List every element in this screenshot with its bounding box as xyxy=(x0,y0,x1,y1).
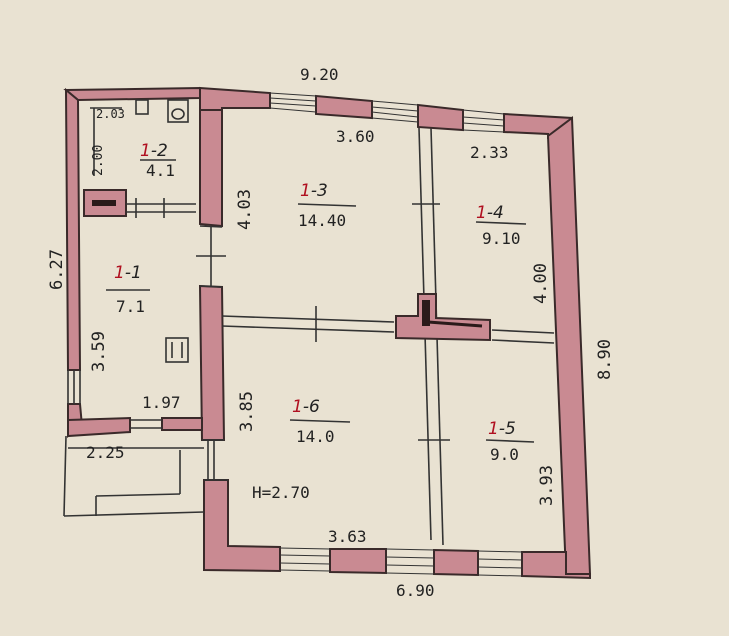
room-1-1-area: 7.1 xyxy=(116,297,145,316)
stove-flue xyxy=(422,300,430,326)
room-1-3-num: 3 xyxy=(317,181,328,201)
room-1-1-id: 1 xyxy=(114,263,125,283)
room-1-5-id: 1 xyxy=(488,419,499,439)
dim-room3-left: 4.03 xyxy=(235,189,255,230)
bottom-window-2 xyxy=(385,548,435,575)
svg-text:1-1: 1-1 xyxy=(114,263,142,283)
svg-text:1-5: 1-5 xyxy=(488,419,516,439)
svg-text:1-2: 1-2 xyxy=(140,141,168,161)
dim-right-total: 8.90 xyxy=(595,339,615,380)
bottom-wall-pier-1 xyxy=(329,548,387,575)
annex-door xyxy=(130,419,162,429)
top-window-2 xyxy=(371,100,419,123)
left-door-2 xyxy=(202,439,228,481)
dim-bottom-room6: 3.63 xyxy=(328,527,367,546)
left-wall-upper xyxy=(199,109,223,228)
sink-fixture xyxy=(135,99,149,115)
left-door-1 xyxy=(196,225,226,288)
interior-partitions xyxy=(221,127,555,546)
dim-bath-w: 2.03 xyxy=(96,107,125,121)
room-1-6-area: 14.0 xyxy=(296,427,335,446)
room-1-1-num: 1 xyxy=(131,263,142,283)
exterior-walls xyxy=(196,86,592,580)
dim-top-room4: 2.33 xyxy=(470,143,509,162)
height-label: H=2.70 xyxy=(252,483,310,502)
room-1-2-label: 1-2 4.1 xyxy=(140,141,176,180)
dim-left-total: 6.27 xyxy=(47,249,67,290)
top-window-3 xyxy=(462,109,505,133)
dim-top-room3: 3.60 xyxy=(336,127,375,146)
heater-fixture xyxy=(165,337,189,363)
room-1-6-id: 1 xyxy=(292,397,303,417)
annex-bottom-wall-r xyxy=(161,417,203,431)
room-1-2-num: 2 xyxy=(157,141,168,161)
annex-top-wall xyxy=(63,86,201,102)
dim-top-total: 9.20 xyxy=(300,65,339,84)
room-1-5-label: 1-5 9.0 xyxy=(485,419,535,464)
annex-left-wall xyxy=(64,87,82,371)
top-wall-pier-1 xyxy=(315,94,373,120)
toilet-fixture xyxy=(167,99,189,123)
bottom-window-3 xyxy=(477,550,523,577)
top-wall-pier-2 xyxy=(417,103,464,132)
room-1-5-num: 5 xyxy=(505,419,516,439)
room-1-4-label: 1-4 9.10 xyxy=(475,203,527,248)
room-1-3-id: 1 xyxy=(300,181,311,201)
top-wall-left xyxy=(199,86,271,111)
room-1-4-id: 1 xyxy=(476,203,487,223)
top-window-1 xyxy=(269,92,317,113)
dim-bottom-total: 6.90 xyxy=(396,581,435,600)
dim-bath-h: 2.00 xyxy=(91,145,106,176)
room-1-1-label: 1-1 7.1 xyxy=(106,263,150,316)
left-wall-middle xyxy=(198,284,226,441)
room-1-5-area: 9.0 xyxy=(490,445,519,464)
dim-room6-left: 3.85 xyxy=(237,391,257,432)
annex-window xyxy=(67,370,81,404)
svg-text:1-6: 1-6 xyxy=(292,397,320,417)
room-1-3-area: 14.40 xyxy=(298,211,346,230)
room-1-6-num: 6 xyxy=(309,397,320,417)
dimensions: 9.20 3.60 2.33 6.90 3.63 1.97 2.25 H=2.7… xyxy=(47,65,615,600)
dim-porch-width: 2.25 xyxy=(86,443,125,462)
annex xyxy=(63,86,205,517)
bottom-wall-pier-2 xyxy=(433,548,479,577)
dim-room1-left: 3.59 xyxy=(89,331,109,372)
svg-text:1-3: 1-3 xyxy=(300,181,328,201)
dim-room4-right: 4.00 xyxy=(531,263,551,304)
bottom-window-1 xyxy=(279,547,331,572)
room-1-4-num: 4 xyxy=(493,203,504,223)
dim-room5-right: 3.93 xyxy=(537,465,557,506)
room-1-3-label: 1-3 14.40 xyxy=(297,181,357,230)
dim-room1-bottom: 1.97 xyxy=(142,393,181,412)
room-1-2-area: 4.1 xyxy=(146,161,175,180)
porch xyxy=(63,435,205,517)
stove xyxy=(395,293,491,342)
room-1-4-area: 9.10 xyxy=(482,229,521,248)
room-labels: 1-2 4.1 1-1 7.1 1-3 14.40 1-4 9.10 1-6 1… xyxy=(106,141,535,464)
svg-text:1-4: 1-4 xyxy=(476,203,504,223)
room-1-2-id: 1 xyxy=(140,141,151,161)
annex-bottom-wall xyxy=(67,416,131,438)
room-1-6-label: 1-6 14.0 xyxy=(289,397,351,446)
